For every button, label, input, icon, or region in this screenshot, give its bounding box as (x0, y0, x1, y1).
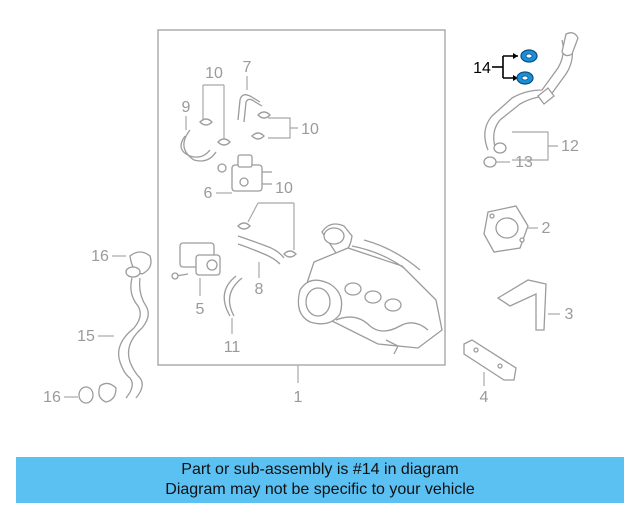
bracket-3: 3 (496, 279, 574, 331)
callout-1: 1 (294, 389, 303, 406)
callout-4: 4 (480, 389, 489, 406)
callout-2: 2 (542, 220, 551, 237)
callout-5: 5 (196, 301, 205, 318)
vacuum-hose-group-upper: 10 9 7 10 (180, 59, 319, 162)
callout-12: 12 (561, 138, 579, 155)
oil-line-15: 16 15 16 (43, 248, 152, 406)
callout-10-top-left: 10 (205, 65, 223, 82)
washer-14-highlighted: 14 (473, 49, 538, 85)
callout-3: 3 (565, 306, 574, 323)
callout-15: 15 (77, 328, 95, 345)
callout-9: 9 (182, 99, 191, 116)
assembly-frame (157, 29, 446, 366)
callout-11: 11 (224, 339, 241, 356)
callout-14: 14 (473, 60, 491, 77)
info-banner: Part or sub-assembly is #14 in diagram D… (16, 457, 624, 503)
vacuum-hose-group-middle: 10 8 (237, 180, 297, 298)
callout-13: 13 (515, 154, 533, 171)
banner-line-2: Diagram may not be specific to your vehi… (165, 481, 475, 498)
callout-10-middle: 10 (275, 180, 293, 197)
callout-6: 6 (204, 185, 213, 202)
hose-11: 11 (223, 275, 243, 356)
control-valve-5: 5 (171, 242, 221, 318)
callout-16-bottom: 16 (43, 389, 61, 406)
solenoid-valve-6: 6 (204, 154, 272, 202)
turbocharger-manifold (297, 223, 443, 355)
callout-10-top-right: 10 (301, 121, 319, 138)
callout-8: 8 (255, 281, 264, 298)
parts-diagram: 1 10 9 7 10 6 10 (43, 29, 579, 406)
callout-7: 7 (243, 59, 252, 76)
oil-line-12: 12 13 (483, 32, 579, 171)
banner-line-1: Part or sub-assembly is #14 in diagram (181, 461, 459, 478)
gasket-2: 2 (483, 205, 551, 253)
callout-16-top: 16 (91, 248, 109, 265)
bracket-4: 4 (463, 339, 517, 406)
